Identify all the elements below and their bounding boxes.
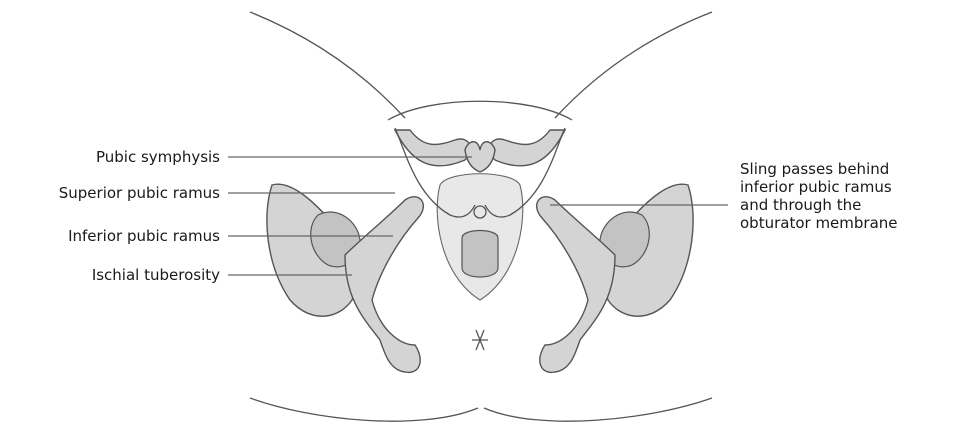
sling-note-line: Sling passes behind — [740, 160, 898, 178]
left-ischium — [345, 197, 423, 373]
left-pubic-ramus — [395, 130, 470, 166]
vaginal-opening — [462, 231, 498, 278]
sling-note-line: inferior pubic ramus — [740, 178, 898, 196]
right-thigh-contour — [555, 12, 712, 118]
sling-note-line: and through the — [740, 196, 898, 214]
inferior-pubic-ramus-label: Inferior pubic ramus — [68, 227, 220, 245]
left-thigh-contour — [250, 12, 405, 118]
right-buttock-contour — [484, 398, 712, 421]
right-pubic-ramus — [490, 130, 565, 166]
left-buttock-contour — [250, 398, 478, 421]
sling-note: Sling passes behind inferior pubic ramus… — [740, 160, 898, 232]
superior-pubic-ramus-label: Superior pubic ramus — [59, 184, 220, 202]
anus — [472, 330, 488, 350]
right-ischium — [537, 197, 615, 373]
pubic-symphysis-label: Pubic symphysis — [96, 148, 220, 166]
ischial-tuberosity-label: Ischial tuberosity — [92, 266, 220, 284]
lower-abdomen-contour — [388, 101, 572, 120]
sling-note-line: obturator membrane — [740, 214, 898, 232]
